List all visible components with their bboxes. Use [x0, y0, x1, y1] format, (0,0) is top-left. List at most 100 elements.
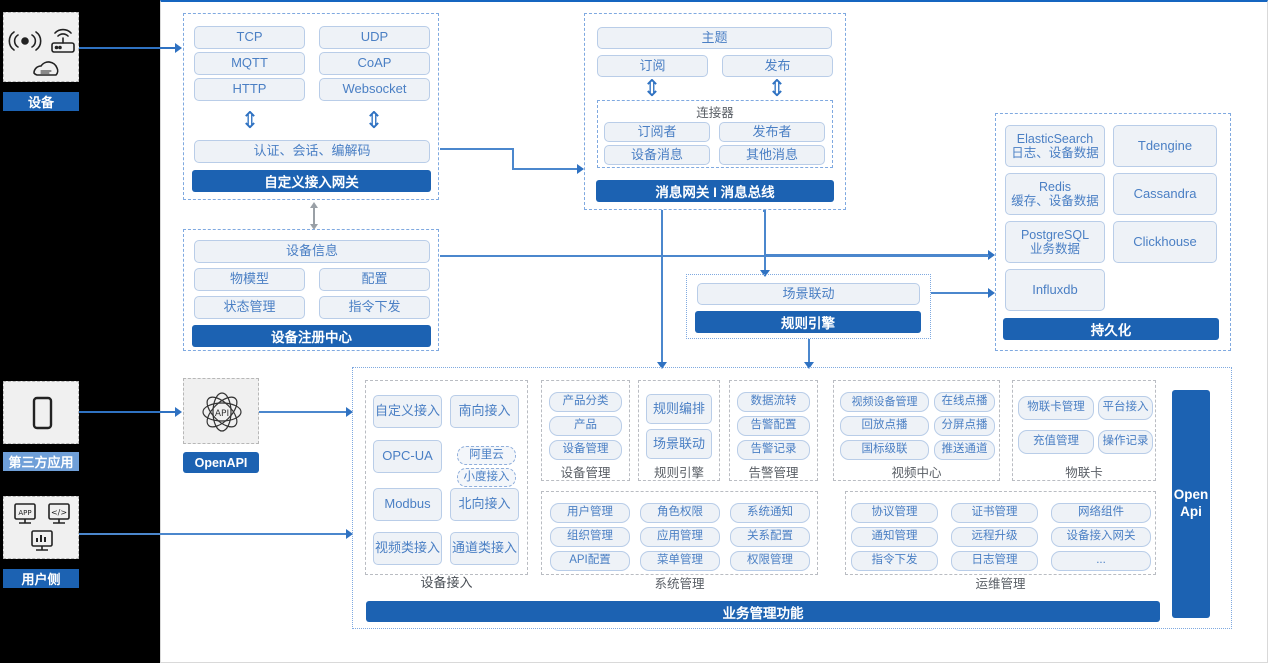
- connector-chip-publisher[interactable]: 发布者: [719, 122, 825, 142]
- access-chip-xiaodu[interactable]: 小度接入: [457, 468, 516, 487]
- command-dispatch-chip[interactable]: 指令下发: [319, 296, 430, 319]
- persistence-chip-name: Influxdb: [1032, 281, 1078, 297]
- subscribe-chip[interactable]: 订阅: [597, 55, 708, 77]
- protocol-chip-tcp[interactable]: TCP: [194, 26, 305, 49]
- am-chip-data-flow[interactable]: 数据流转: [737, 392, 810, 412]
- device-registry-bar[interactable]: 设备注册中心: [192, 325, 431, 347]
- persistence-chip-name: Tdengine: [1137, 137, 1193, 153]
- persistence-bar[interactable]: 持久化: [1003, 318, 1219, 340]
- access-chip-northbound[interactable]: 北向接入: [450, 488, 519, 521]
- device-info-chip[interactable]: 设备信息: [194, 240, 430, 263]
- state-management-chip[interactable]: 状态管理: [194, 296, 305, 319]
- topic-label: 主题: [701, 29, 728, 45]
- access-chip-video[interactable]: 视频类接入: [373, 532, 442, 565]
- om-chip-command-dispatch[interactable]: 指令下发: [851, 551, 938, 571]
- sm-chip-app-management[interactable]: 应用管理: [640, 527, 720, 547]
- persistence-chip-clickhouse[interactable]: Clickhouse: [1113, 221, 1217, 263]
- persistence-chip-cassandra[interactable]: Cassandra: [1113, 173, 1217, 215]
- re-chip-rule-orchestration[interactable]: 规则编排: [646, 394, 712, 424]
- connector-chip-label: 发布者: [752, 123, 792, 139]
- connector-chip-other-message[interactable]: 其他消息: [719, 145, 825, 165]
- topic-chip[interactable]: 主题: [597, 27, 832, 49]
- protocol-chip-http[interactable]: HTTP: [194, 78, 305, 101]
- vc-chip-push-channel[interactable]: 推送通道: [934, 440, 995, 460]
- sm-chip-system-notice[interactable]: 系统通知: [730, 503, 810, 523]
- vc-chip-split-screen-vod[interactable]: 分屏点播: [934, 416, 995, 436]
- registry-chip-label: 物模型: [229, 271, 269, 287]
- ic-chip-card-management[interactable]: 物联卡管理: [1018, 396, 1094, 420]
- am-chip-alarm-record[interactable]: 告警记录: [737, 440, 810, 460]
- sm-chip-org-management[interactable]: 组织管理: [550, 527, 630, 547]
- om-chip-cert-management[interactable]: 证书管理: [951, 503, 1038, 523]
- protocol-chip-mqtt[interactable]: MQTT: [194, 52, 305, 75]
- vc-chip-playback-vod[interactable]: 回放点播: [840, 416, 929, 436]
- svg-text:</>: </>: [51, 508, 67, 517]
- group-title-device-access: 设备接入: [365, 572, 528, 590]
- vc-chip-label: 国标级联: [861, 443, 908, 456]
- vc-chip-gb-cascade[interactable]: 国标级联: [840, 440, 929, 460]
- om-chip-more[interactable]: ...: [1051, 551, 1151, 571]
- access-chip-custom[interactable]: 自定义接入: [373, 395, 442, 428]
- access-chip-channel[interactable]: 通道类接入: [450, 532, 519, 565]
- ic-chip-platform-access[interactable]: 平台接入: [1098, 396, 1153, 420]
- access-chip-opcua[interactable]: OPC-UA: [373, 440, 442, 473]
- re-chip-scene-linkage[interactable]: 场景联动: [646, 429, 712, 459]
- sm-chip-relation-config[interactable]: 关系配置: [730, 527, 810, 547]
- publish-chip[interactable]: 发布: [722, 55, 833, 77]
- sm-chip-role-permission[interactable]: 角色权限: [640, 503, 720, 523]
- updown-arrow-icon-pub: ⇕: [767, 75, 787, 102]
- updown-arrow-icon-left: ⇕: [240, 107, 260, 134]
- om-chip-notice-management[interactable]: 通知管理: [851, 527, 938, 547]
- device-rail-label-text: 设备: [27, 95, 54, 110]
- persistence-chip-influxdb[interactable]: Influxdb: [1005, 269, 1105, 311]
- ic-chip-label: 操作记录: [1102, 435, 1149, 448]
- om-chip-network-component[interactable]: 网络组件: [1051, 503, 1151, 523]
- custom-access-gateway-bar[interactable]: 自定义接入网关: [192, 170, 431, 192]
- vc-chip-video-device-management[interactable]: 视频设备管理: [840, 392, 929, 412]
- group-title-text: 设备管理: [560, 465, 611, 480]
- rule-engine-bar[interactable]: 规则引擎: [695, 311, 921, 333]
- openapi-bar[interactable]: OpenAPI: [183, 452, 259, 473]
- persistence-chip-elasticsearch[interactable]: ElasticSearch 日志、设备数据: [1005, 125, 1105, 167]
- protocol-chip-udp[interactable]: UDP: [319, 26, 430, 49]
- persistence-label: 持久化: [1090, 323, 1132, 338]
- open-api-vertical-bar[interactable]: Open Api: [1172, 390, 1210, 618]
- dm-chip-product-category[interactable]: 产品分类: [549, 392, 622, 412]
- dm-chip-product[interactable]: 产品: [549, 416, 622, 436]
- persistence-chip-redis[interactable]: Redis 缓存、设备数据: [1005, 173, 1105, 215]
- access-chip-aliyun[interactable]: 阿里云: [457, 446, 516, 465]
- sm-chip-menu-management[interactable]: 菜单管理: [640, 551, 720, 571]
- am-chip-alarm-config[interactable]: 告警配置: [737, 416, 810, 436]
- gateway-to-bus-seg2: [512, 148, 514, 169]
- connector-chip-device-message[interactable]: 设备消息: [604, 145, 710, 165]
- third-party-app-icon-panel: [3, 381, 79, 444]
- group-rule-engine: [638, 380, 720, 481]
- bus-to-persistence-seg1: [764, 210, 766, 255]
- sm-chip-api-config[interactable]: API配置: [550, 551, 630, 571]
- vc-chip-online-vod[interactable]: 在线点播: [934, 392, 995, 412]
- om-chip-protocol-management[interactable]: 协议管理: [851, 503, 938, 523]
- om-chip-remote-upgrade[interactable]: 远程升级: [951, 527, 1038, 547]
- sm-chip-user-management[interactable]: 用户管理: [550, 503, 630, 523]
- business-footer-bar[interactable]: 业务管理功能: [366, 601, 1160, 622]
- persistence-chip-tdengine[interactable]: Tdengine: [1113, 125, 1217, 167]
- ic-chip-operation-record[interactable]: 操作记录: [1098, 430, 1153, 454]
- am-chip-label: 告警配置: [750, 419, 797, 432]
- sm-chip-permission-management[interactable]: 权限管理: [730, 551, 810, 571]
- config-chip[interactable]: 配置: [319, 268, 430, 291]
- access-chip-southbound[interactable]: 南向接入: [450, 395, 519, 428]
- dm-chip-device-management[interactable]: 设备管理: [549, 440, 622, 460]
- device-rail-label: 设备: [3, 92, 79, 111]
- persistence-chip-postgresql[interactable]: PostgreSQL 业务数据: [1005, 221, 1105, 263]
- scene-linkage-chip[interactable]: 场景联动: [697, 283, 920, 305]
- access-chip-modbus[interactable]: Modbus: [373, 488, 442, 521]
- protocol-chip-websocket[interactable]: Websocket: [319, 78, 430, 101]
- connector-chip-subscriber[interactable]: 订阅者: [604, 122, 710, 142]
- auth-session-codec-chip[interactable]: 认证、会话、编解码: [194, 140, 430, 163]
- om-chip-log-management[interactable]: 日志管理: [951, 551, 1038, 571]
- ic-chip-recharge-management[interactable]: 充值管理: [1018, 430, 1094, 454]
- thing-model-chip[interactable]: 物模型: [194, 268, 305, 291]
- message-gateway-bar[interactable]: 消息网关 I 消息总线: [596, 180, 834, 202]
- om-chip-device-access-gateway[interactable]: 设备接入网关: [1051, 527, 1151, 547]
- protocol-chip-coap[interactable]: CoAP: [319, 52, 430, 75]
